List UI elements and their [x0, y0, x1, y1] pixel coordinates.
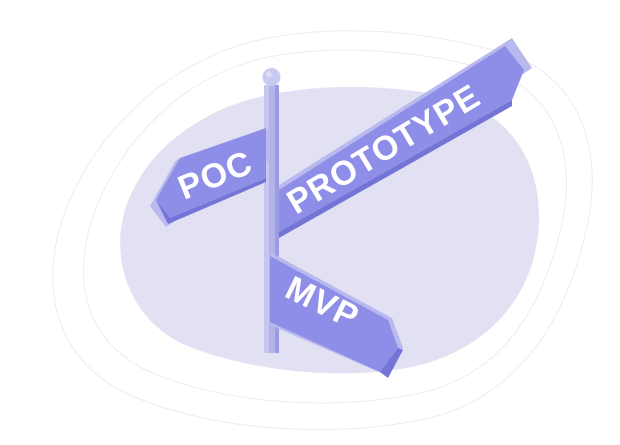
signpost-illustration: POC PROTOTYPE MVP [52, 30, 593, 431]
